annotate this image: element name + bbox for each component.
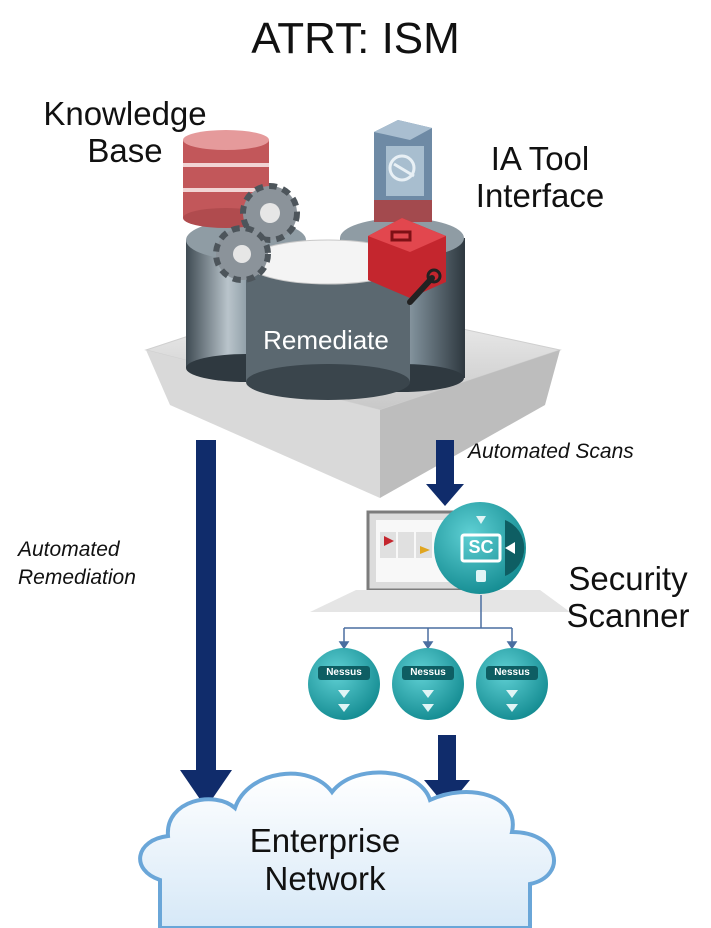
automated-remediation-line2: Remediation	[18, 566, 136, 589]
arrow-automated-remediation	[180, 440, 232, 808]
ia-tool-line1: IA Tool	[490, 140, 590, 177]
security-scanner-line1: Security	[568, 560, 688, 597]
knowledge-base-label: Knowledge Base	[20, 95, 230, 169]
automated-remediation-label: Automated Remediation	[18, 536, 136, 592]
nessus-node	[392, 648, 464, 720]
remediate-label: Remediate	[263, 325, 389, 355]
arrow-automated-scans	[426, 440, 464, 506]
nessus-text: Nessus	[494, 667, 530, 678]
enterprise-network-line1: Enterprise	[249, 822, 401, 859]
security-scanner-line2: Scanner	[566, 597, 690, 634]
sc-badge-text: SC	[468, 537, 494, 557]
diagram-title: ATRT: ISM	[251, 14, 460, 63]
nessus-text: Nessus	[410, 667, 446, 678]
knowledge-base-line1: Knowledge	[43, 95, 207, 132]
automated-remediation-line1: Automated	[18, 538, 120, 561]
toolbox-icon	[368, 218, 446, 305]
cloud-shape	[138, 770, 556, 928]
automated-scans-label: Automated Scans	[468, 440, 634, 463]
security-scanner-label: Security Scanner	[548, 560, 708, 634]
knowledge-base-line2: Base	[87, 132, 163, 169]
enterprise-network-label: Enterprise Network	[220, 822, 430, 898]
server-icon	[374, 120, 432, 222]
ia-tool-label: IA Tool Interface	[450, 140, 630, 214]
nessus-text: Nessus	[326, 667, 362, 678]
nessus-node	[308, 648, 380, 720]
enterprise-network-line2: Network	[264, 860, 386, 897]
nessus-node	[476, 648, 548, 720]
scanner-connectors	[338, 595, 518, 650]
sc-badge	[434, 502, 526, 594]
gear-icon	[213, 183, 300, 283]
ia-tool-line2: Interface	[475, 177, 605, 214]
